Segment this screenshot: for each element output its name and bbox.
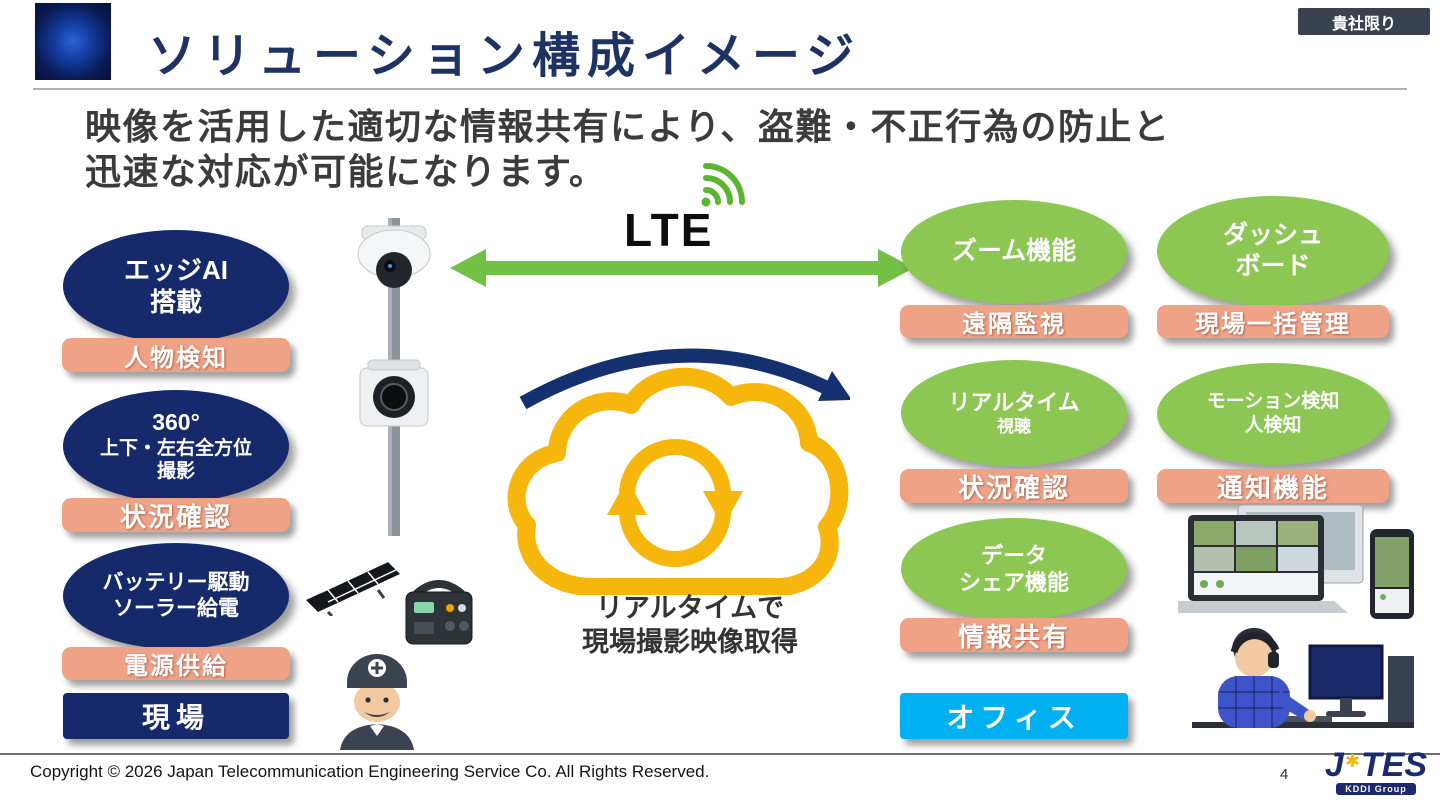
jtes-logo-j: J <box>1324 746 1344 784</box>
power-station-icon <box>402 578 476 648</box>
kddi-group-label: KDDI Group <box>1336 783 1416 795</box>
feature-badge-person-detect: 人物検知 <box>62 338 290 372</box>
page-number: 4 <box>1280 766 1289 783</box>
worker-icon <box>334 640 420 750</box>
company-logo <box>35 3 111 80</box>
lead-paragraph: 映像を活用した適切な情報共有により、盗難・不正行為の防止と 迅速な対応が可能にな… <box>85 104 1170 194</box>
feature-line: 360° <box>152 408 200 435</box>
feature-badge-notification: 通知機能 <box>1157 469 1389 503</box>
confidential-badge: 貴社限り <box>1298 8 1430 35</box>
feature-badge-remote-monitoring: 遠隔監視 <box>900 305 1128 338</box>
title-divider <box>33 88 1407 90</box>
feature-badge-power-supply: 電源供給 <box>62 647 290 680</box>
lead-line-1: 映像を活用した適切な情報共有により、盗難・不正行為の防止と <box>85 106 1171 147</box>
feature-bubble-data-share: データ シェア機能 <box>901 518 1127 620</box>
feature-bubble-360: 360° 上下・左右全方位 撮影 <box>63 390 289 502</box>
operator-illustration <box>1192 618 1414 750</box>
solar-panel-icon <box>298 558 406 616</box>
lte-label: LTE <box>624 204 714 256</box>
cloud-caption-line-1: リアルタイムで <box>595 593 785 623</box>
jtes-logo: J ✱ TES KDDI Group <box>1320 748 1432 795</box>
jtes-logo-wordmark: J ✱ TES <box>1325 748 1427 782</box>
feature-line: リアルタイム <box>948 389 1080 415</box>
wifi-icon <box>698 158 752 212</box>
site-label: 現場 <box>63 693 289 739</box>
cloud-caption-line-2: 現場撮影映像取得 <box>582 626 798 657</box>
feature-line: 撮影 <box>156 461 195 483</box>
feature-line: ボード <box>1235 252 1311 280</box>
jtes-logo-tes: TES <box>1360 746 1428 784</box>
feature-line: ズーム機能 <box>951 237 1077 266</box>
feature-line: ソーラー給電 <box>113 597 239 620</box>
office-label: オフィス <box>900 693 1128 739</box>
feature-bubble-dashboard: ダッシュ ボード <box>1157 196 1389 306</box>
feature-badge-status-check-office: 状況確認 <box>900 469 1128 503</box>
feature-bubble-edge-ai: エッジAI 搭載 <box>63 230 289 342</box>
feature-bubble-realtime-view: リアルタイム 視聴 <box>901 360 1127 466</box>
page-title: ソリューション構成イメージ <box>148 30 862 83</box>
sync-icon <box>607 439 743 567</box>
dome-camera-icon <box>357 225 431 288</box>
feature-line: シェア機能 <box>958 570 1069 595</box>
cloud-caption: リアルタイムで 現場撮影映像取得 <box>535 592 845 660</box>
cloud-illustration <box>505 325 850 595</box>
feature-bubble-zoom: ズーム機能 <box>901 200 1127 304</box>
footer-divider <box>0 753 1440 755</box>
feature-line: バッテリー駆動 <box>102 570 250 594</box>
jtes-logo-star-icon: ✱ <box>1344 751 1360 771</box>
upload-arrow <box>519 348 828 410</box>
camera-pole-illustration <box>332 218 457 536</box>
feature-line: 上下・左右全方位 <box>99 437 252 459</box>
copyright-text: Copyright © 2026 Japan Telecommunication… <box>30 762 710 781</box>
feature-line: モーション検知 <box>1206 391 1340 413</box>
feature-line: エッジAI <box>123 254 228 285</box>
lte-link-arrow <box>448 246 916 290</box>
feature-bubble-motion-detect: モーション検知 人検知 <box>1157 363 1389 465</box>
lead-line-2: 迅速な対応が可能になります。 <box>85 151 607 192</box>
feature-line: データ <box>980 542 1047 568</box>
feature-bubble-battery-solar: バッテリー駆動 ソーラー給電 <box>63 543 289 649</box>
feature-line: ダッシュ <box>1222 220 1323 249</box>
feature-badge-site-management: 現場一括管理 <box>1157 305 1389 338</box>
box-camera-icon <box>359 359 429 427</box>
feature-badge-status-check-site: 状況確認 <box>62 498 290 532</box>
feature-line: 視聴 <box>997 417 1031 437</box>
monitoring-devices-illustration <box>1178 505 1416 625</box>
feature-line: 人検知 <box>1244 415 1302 436</box>
feature-line: 搭載 <box>149 287 202 317</box>
feature-badge-info-share: 情報共有 <box>900 618 1128 652</box>
